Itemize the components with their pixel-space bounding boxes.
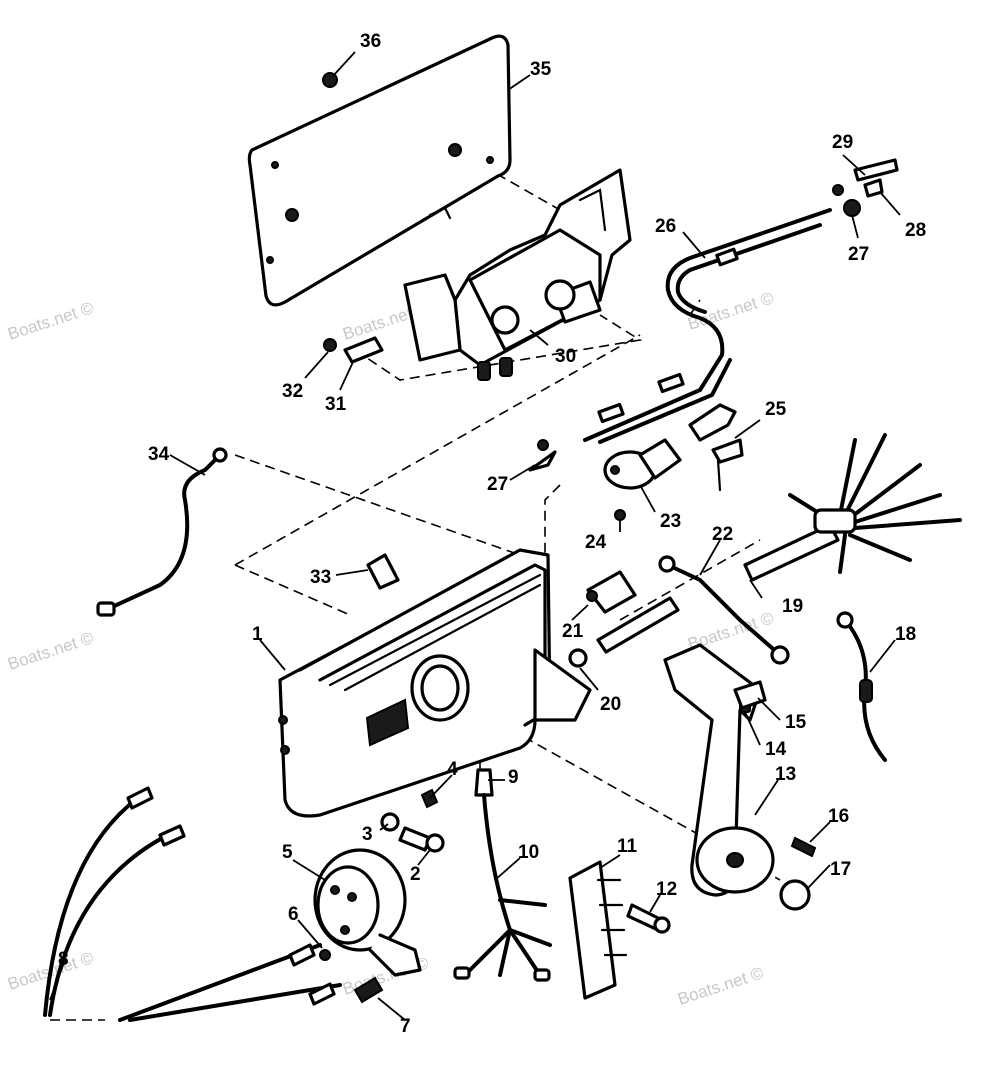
callout-14: 14 (765, 739, 787, 760)
callout-7: 7 (400, 1016, 411, 1037)
part-20-pin (596, 596, 680, 654)
callout-17: 17 (830, 859, 851, 880)
part-19-sleeve (743, 523, 840, 582)
callout-10: 10 (518, 842, 539, 863)
callout-25: 25 (765, 399, 787, 420)
callout-leaders (49, 51, 901, 1021)
callout-15: 15 (785, 712, 807, 733)
callout-36: 36 (360, 31, 381, 52)
part-33-clip (366, 553, 400, 590)
callout-29: 29 (832, 132, 853, 153)
watermark: Boats.net © (675, 963, 766, 1009)
part-22-lanyard-cord (658, 555, 790, 665)
callout-18: 18 (895, 624, 916, 645)
part-27-cable-end-lower (528, 439, 557, 472)
callout-1: 1 (252, 624, 263, 645)
callout-22: 22 (712, 524, 733, 545)
callout-32: 32 (282, 381, 303, 402)
callout-2: 2 (410, 864, 421, 885)
part-25-ignition-keys (688, 403, 744, 492)
callout-24: 24 (585, 532, 607, 553)
callout-19: 19 (782, 596, 803, 617)
callout-16: 16 (828, 806, 849, 827)
part-26-control-cables (583, 208, 832, 444)
part-9-connector (474, 768, 494, 797)
callout-13: 13 (775, 764, 796, 785)
part-31-clip (343, 336, 384, 364)
callout-6: 6 (288, 904, 299, 925)
part-23-ignition-switch (603, 438, 682, 490)
part-20-nut (568, 648, 588, 668)
part-29-cable-pin (853, 158, 899, 182)
callout-11: 11 (617, 836, 638, 857)
callout-labels: 1 2 3 4 5 6 7 8 9 10 11 12 13 14 15 16 1… (58, 31, 926, 1037)
callout-31: 31 (325, 394, 347, 415)
part-30-control-mechanism (403, 168, 632, 381)
part-8-wire-harness (43, 786, 342, 1022)
callout-27b: 27 (487, 474, 508, 495)
part-2-bolt (398, 826, 445, 853)
watermark: Boats.net © (5, 298, 96, 344)
part-12-screw (626, 903, 671, 934)
callout-26: 26 (655, 216, 676, 237)
part-36-screw (322, 72, 338, 88)
part-13-control-handle (663, 643, 775, 897)
callout-23: 23 (660, 511, 681, 532)
part-6-screw (319, 949, 331, 961)
part-1-control-box-housing (278, 548, 592, 818)
callout-4: 4 (447, 759, 458, 780)
part-10-wire-harness (453, 793, 552, 982)
callout-35: 35 (530, 59, 552, 80)
part-28-cable-pin (863, 178, 884, 198)
callout-12: 12 (656, 879, 677, 900)
part-16-screw (790, 836, 817, 858)
part-27-cable-end-upper (832, 184, 861, 217)
callout-8: 8 (58, 949, 69, 970)
part-11-terminal-block (568, 860, 628, 1000)
part-34-wire-lead (96, 447, 228, 617)
part-17-cap (779, 879, 811, 911)
callout-9: 9 (508, 767, 519, 788)
callout-30: 30 (555, 346, 576, 367)
callout-5: 5 (282, 842, 293, 863)
part-35-mounting-plate (247, 34, 512, 307)
wiring-harness (788, 433, 962, 574)
callout-27a: 27 (848, 244, 869, 265)
callout-33: 33 (310, 567, 331, 588)
callout-21: 21 (562, 621, 584, 642)
callout-28: 28 (905, 220, 926, 241)
callout-3: 3 (362, 824, 373, 845)
watermark: Boats.net © (5, 628, 96, 674)
part-32-nut (323, 338, 337, 352)
callout-20: 20 (600, 694, 621, 715)
part-5-warning-horn (313, 848, 422, 977)
part-21-switch (586, 570, 637, 614)
part-24-screw (614, 509, 626, 521)
callout-34: 34 (148, 444, 170, 465)
part-7-screw (353, 976, 384, 1004)
part-15-trim-switch (733, 680, 767, 710)
part-18-wire-lead (836, 611, 887, 762)
